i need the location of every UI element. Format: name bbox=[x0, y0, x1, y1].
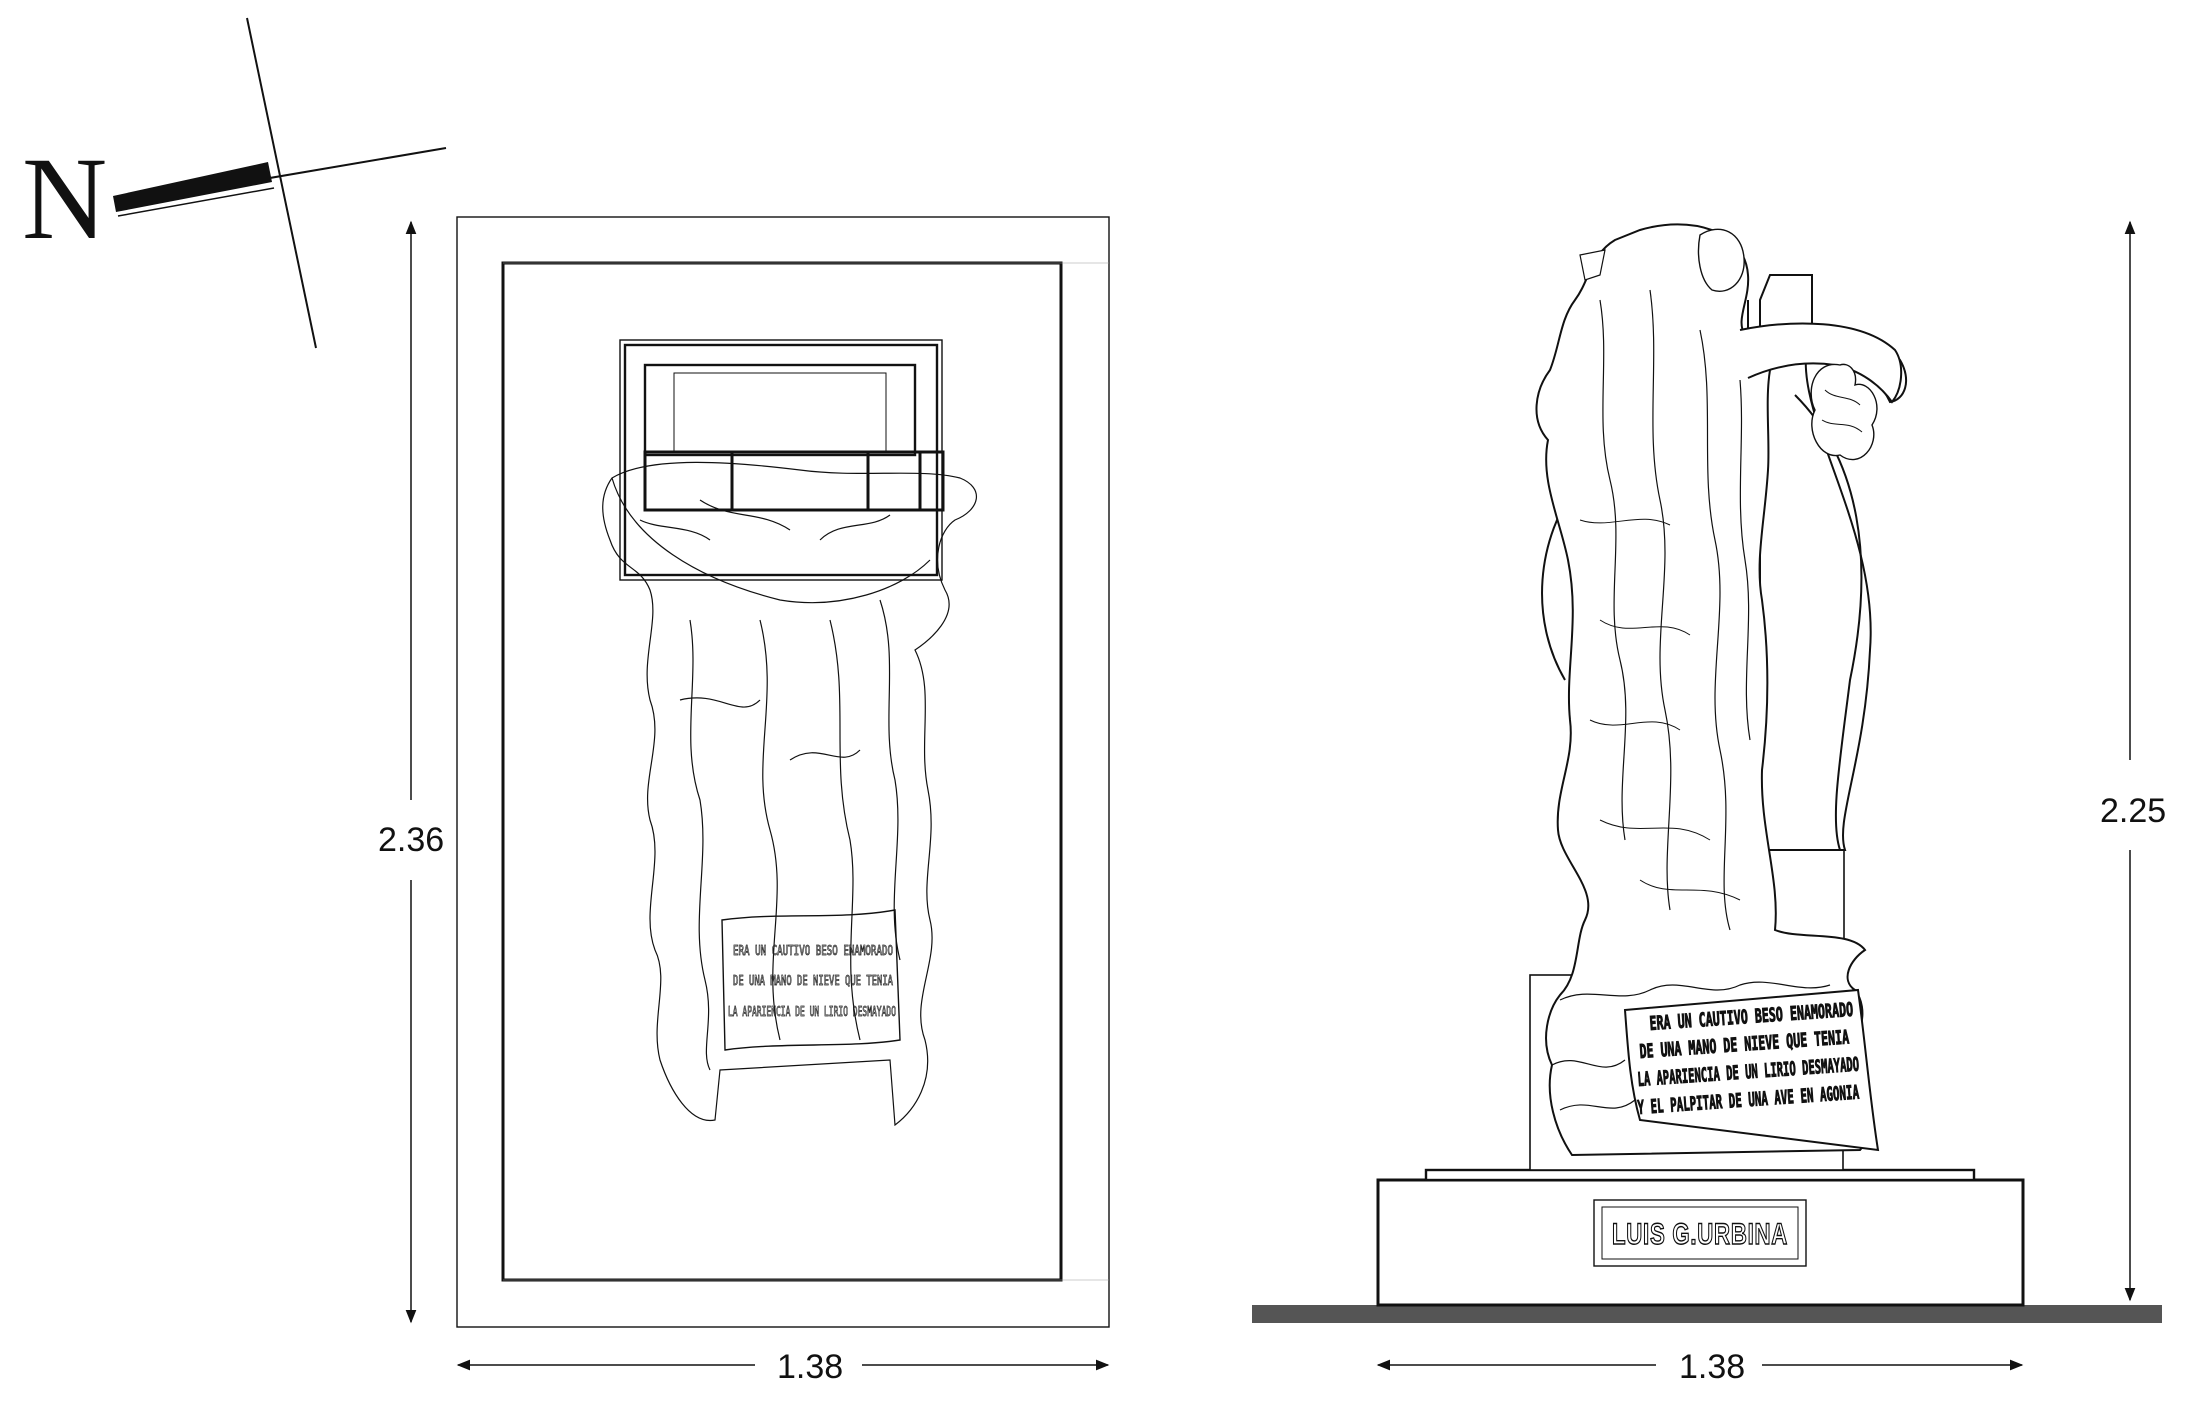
north-arrow-icon bbox=[113, 162, 272, 212]
elevation-plaque: ERA UN CAUTIVO BESO ENAMORADO DE UNA MAN… bbox=[1623, 988, 1880, 1152]
plan-width-label: 1.38 bbox=[777, 1348, 843, 1386]
plan-inscription-line-3: LA APARIENCIA DE UN LIRIO DESMAYADO bbox=[728, 1005, 896, 1020]
elevation-height-label: 2.25 bbox=[2100, 792, 2166, 830]
plan-outer-slab bbox=[456, 216, 1110, 1328]
plan-inscription-line-2: DE UNA MANO DE NIEVE QUE TENIA bbox=[733, 974, 893, 989]
plan-height-dimension: 2.36 bbox=[378, 220, 444, 1324]
plan-inner-slab bbox=[501, 261, 1063, 1282]
north-label: N bbox=[22, 133, 107, 264]
plan-stele bbox=[619, 339, 945, 581]
nameplate-text: LUIS G.URBINA bbox=[1612, 1218, 1788, 1251]
elevation-pedestal: LUIS G.URBINA bbox=[1376, 1168, 2025, 1307]
elevation-width-dimension: 1.38 bbox=[1376, 1348, 2024, 1386]
north-axis-line bbox=[246, 17, 317, 349]
elevation-width-label: 1.38 bbox=[1679, 1348, 1745, 1386]
ground-line bbox=[1252, 1305, 2162, 1323]
plan-width-dimension: 1.38 bbox=[456, 1348, 1110, 1386]
elevation-statue bbox=[1535, 223, 1908, 1157]
plan-inscription-line-1: ERA UN CAUTIVO BESO ENAMORADO bbox=[733, 944, 893, 959]
north-arrow: N bbox=[22, 17, 447, 349]
plan-draped-figure bbox=[602, 461, 978, 1127]
plan-view: ERA UN CAUTIVO BESO ENAMORADO DE UNA MAN… bbox=[456, 216, 1110, 1328]
elevation-view: LUIS G.URBINA bbox=[1252, 223, 2162, 1323]
elevation-height-dimension: 2.25 bbox=[2100, 220, 2166, 1302]
plan-height-label: 2.36 bbox=[378, 821, 444, 859]
plan-plaque: ERA UN CAUTIVO BESO ENAMORADO DE UNA MAN… bbox=[721, 909, 901, 1051]
